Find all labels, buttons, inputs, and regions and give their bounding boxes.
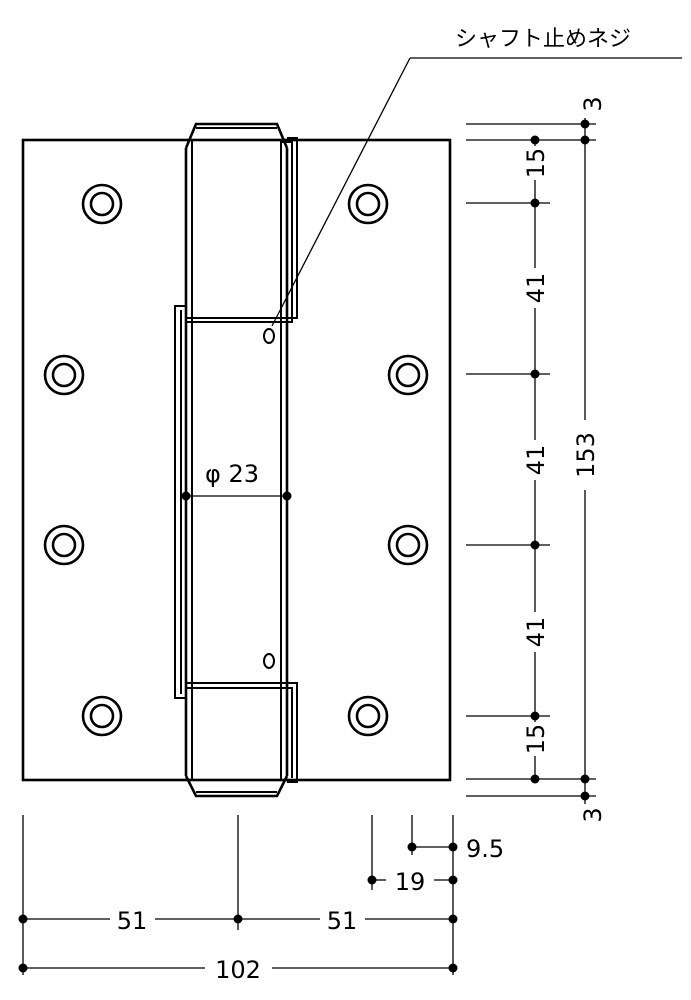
dim-line-halves (18, 914, 458, 924)
shaft-screw-upper (263, 328, 275, 344)
diameter-label: φ 23 (205, 460, 259, 488)
screw-hole (43, 354, 85, 396)
screw-hole (81, 183, 123, 225)
hinge-knuckle (174, 122, 298, 798)
dim-seg-3: 41 (522, 445, 550, 476)
screw-hole (347, 695, 389, 737)
horizontal-extension-lines (22, 815, 454, 975)
dim-bottom-gap: 3 (579, 807, 607, 822)
dim-overall-vertical: 153 (572, 432, 600, 478)
dim-top-gap: 3 (579, 96, 607, 111)
dim-overall-horizontal: 102 (215, 956, 261, 984)
screw-hole (81, 695, 123, 737)
screw-hole (43, 524, 85, 566)
dim-offset-b: 19 (395, 868, 426, 896)
hinge-plate-outline (21, 138, 452, 782)
callout-leader (271, 57, 682, 327)
screw-hole (347, 183, 389, 225)
dim-half-right: 51 (327, 907, 358, 935)
dim-line-overall-horizontal (18, 963, 458, 973)
dim-seg-2: 41 (522, 273, 550, 304)
dim-line-offset-b (367, 875, 458, 885)
dim-seg-5: 15 (522, 724, 550, 755)
overall-vertical-dimension (580, 118, 590, 804)
chained-vertical-dimension (530, 135, 540, 784)
dim-line-offset-a (407, 842, 458, 852)
diameter-dimension (181, 491, 292, 501)
dim-offset-a: 9.5 (466, 835, 504, 863)
screw-hole (387, 354, 429, 396)
screw-hole (387, 524, 429, 566)
dim-half-left: 51 (117, 907, 148, 935)
dim-seg-1: 15 (522, 148, 550, 179)
shaft-screw-lower (263, 653, 275, 669)
dim-seg-4: 41 (522, 617, 550, 648)
callout-label: シャフト止めネジ (455, 27, 631, 52)
